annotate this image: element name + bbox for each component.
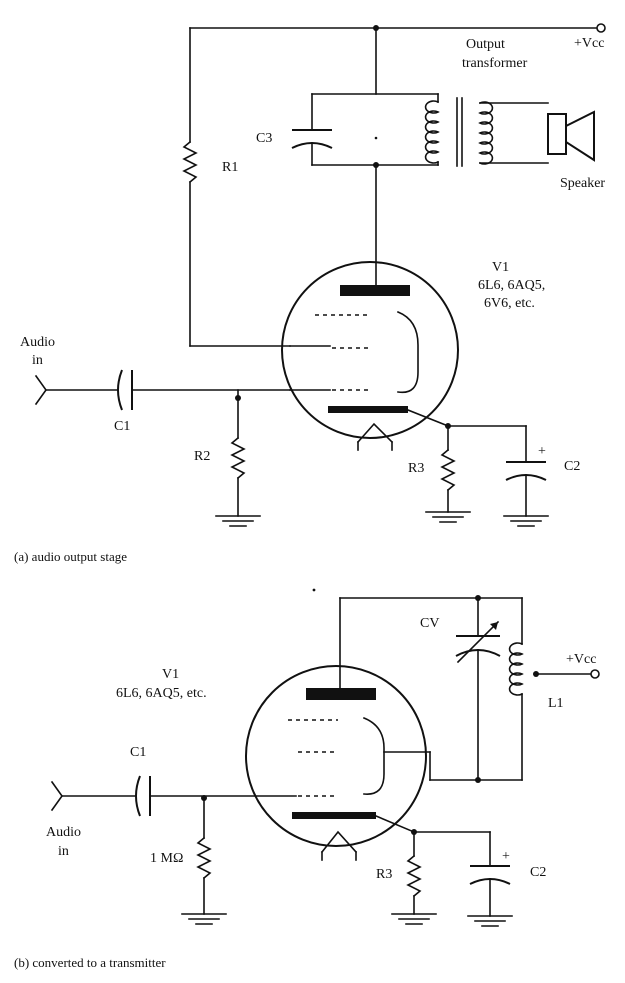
suppressor-connection-a <box>396 310 419 394</box>
r2-resistor <box>230 436 246 480</box>
r1-label: R1 <box>222 160 238 175</box>
vcc-terminal-b <box>590 669 600 679</box>
v1-types-a-1: 6L6, 6AQ5, <box>478 278 545 293</box>
v1-label-a: V1 <box>492 260 509 275</box>
tube-plate-b <box>306 688 376 700</box>
cv-arrowhead <box>490 622 498 630</box>
r1-resistor <box>182 140 198 184</box>
audio-in-terminal-b <box>50 780 63 812</box>
cv-adjust-arrow <box>456 620 500 664</box>
tube-cathode-b <box>292 812 376 819</box>
c3-label: C3 <box>256 131 272 146</box>
cathode-lead-a <box>406 408 450 428</box>
audio-in-label-a-1: Audio <box>20 335 55 350</box>
r3-label-a: R3 <box>408 461 424 476</box>
c2-label-a: C2 <box>564 459 580 474</box>
r3-label-b: R3 <box>376 867 392 882</box>
v1-types-a-2: 6V6, etc. <box>484 296 535 311</box>
c2-polarity-b: + <box>502 849 510 864</box>
speaker-magnet <box>547 113 567 155</box>
caption-a: (a) audio output stage <box>14 549 127 564</box>
speaker-label: Speaker <box>560 176 605 191</box>
transformer-label-1: Output <box>466 37 505 52</box>
audio-in-label-b-1: Audio <box>46 825 81 840</box>
audio-in-terminal-a <box>34 374 47 406</box>
grid-resistor-label-b: 1 MΩ <box>150 851 183 866</box>
transformer-primary-coil <box>424 100 440 164</box>
caption-b: (b) converted to a transmitter <box>14 955 166 970</box>
r2-label: R2 <box>194 449 210 464</box>
c1-label-b: C1 <box>130 745 146 760</box>
audio-in-label-b-2: in <box>58 844 69 859</box>
suppressor-connection-b <box>362 716 385 795</box>
v1-types-b: 6L6, 6AQ5, etc. <box>116 686 207 701</box>
vcc-label-b: +Vcc <box>566 652 596 667</box>
cv-label: CV <box>420 616 439 631</box>
r3-resistor-b <box>406 854 422 898</box>
vcc-label-a: +Vcc <box>574 36 604 51</box>
c1-label-a: C1 <box>114 419 130 434</box>
c1-plate-curved-b <box>135 775 141 817</box>
tube-envelope-a <box>281 261 459 439</box>
figure-a: +Vcc Output transformer Speaker C3 R1 V1… <box>14 23 606 564</box>
vcc-terminal-a <box>596 23 606 33</box>
cathode-lead-b <box>374 814 416 834</box>
v1-label-b: V1 <box>162 667 179 682</box>
stray-dot <box>312 588 316 592</box>
transformer-label-2: transformer <box>462 56 528 71</box>
c2-polarity-a: + <box>538 444 546 459</box>
stray-dot <box>374 136 378 140</box>
grid-resistor-b <box>196 836 212 880</box>
c2-label-b: C2 <box>530 865 546 880</box>
audio-in-label-a-2: in <box>32 353 43 368</box>
figure-b: CV +Vcc L1 V1 6L6, 6AQ5, etc. C1 Audio i… <box>14 588 600 970</box>
l1-coil <box>508 642 524 696</box>
transformer-secondary-coil <box>478 101 494 165</box>
tube-plate-a <box>340 285 410 296</box>
r3-resistor-a <box>440 448 456 492</box>
c1-plate-curved <box>117 369 123 411</box>
tube-heater-a <box>356 422 394 444</box>
speaker-cone <box>565 110 595 162</box>
tube-heater-b <box>320 830 358 854</box>
tube-envelope-b <box>245 665 427 847</box>
l1-label: L1 <box>548 696 564 711</box>
tube-cathode-a <box>328 406 408 413</box>
